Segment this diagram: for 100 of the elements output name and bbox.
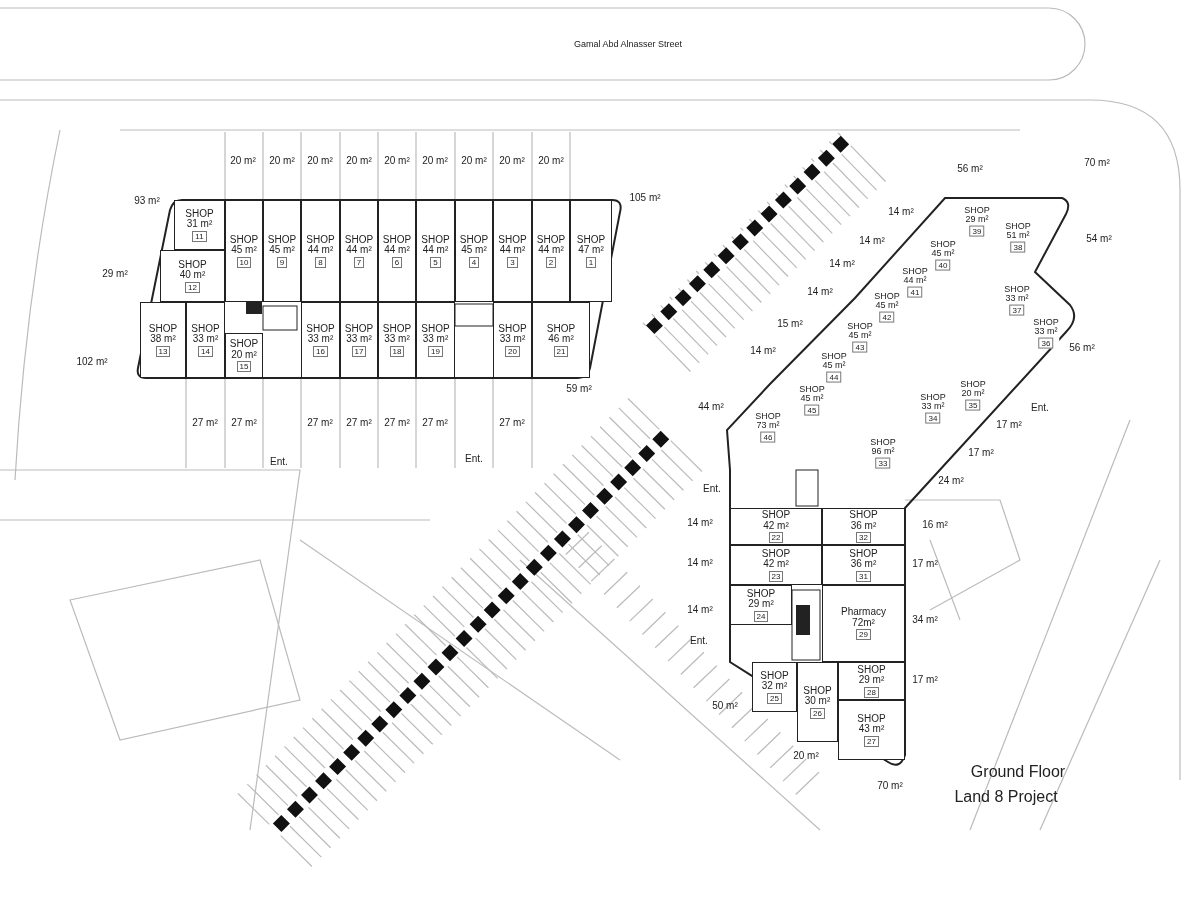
shop-label: SHOP [382,323,412,334]
unit-number: 12 [185,281,200,293]
shop-label: SHOP [964,205,990,215]
unit-number: 25 [767,692,782,704]
shop-label: SHOP [1004,284,1030,294]
area-label: 54 m² [1086,232,1112,244]
area-label: 14 m² [888,205,914,217]
shop-unit [822,508,905,545]
area-label: 17 m² [996,418,1022,430]
shop-label: SHOP [849,548,878,559]
shop-label: SHOP [761,548,791,559]
unit-number: 16 [313,345,328,357]
area-label: 17 m² [912,673,938,685]
unit-number: 21 [553,345,569,357]
shop-unit [225,333,263,378]
unit-number: 10 [236,256,252,268]
area-label: 14 m² [687,603,713,615]
shop-unit [416,302,455,378]
shop-unit [455,200,493,302]
area-text: 36 m² [850,559,877,570]
area-text: 43 m² [858,724,885,735]
area-text: 32 m² [761,681,788,692]
shop-unit [730,545,822,585]
unit-number: 19 [428,345,443,357]
area-label: 56 m² [957,162,983,174]
unit-number: 9 [276,256,288,268]
shop-unit [797,662,838,742]
shop-label: SHOP [306,323,335,334]
area-text: 42 m² [763,559,789,570]
shop-label: SHOP [498,234,527,245]
area-label: 14 m² [750,344,776,356]
shop-label: SHOP [229,234,259,245]
entrance-label: Ent. [703,482,721,494]
area-label: 27 m² [499,416,525,428]
area-label: 56 m² [1069,341,1095,353]
area-label: 70 m² [877,779,903,791]
area-text: 96 m² [871,447,895,457]
area-text: 44 m² [307,245,334,256]
area-text: 33 m² [346,334,372,345]
area-text: 44 m² [384,245,410,256]
shop-unit [532,302,590,378]
area-text: 30 m² [804,696,831,707]
shop-unit [532,200,570,302]
area-label: 20 m² [230,154,256,166]
area-label: 20 m² [793,749,819,761]
unit-number: 23 [768,570,784,582]
shop-unit [301,200,340,302]
area-label: 20 m² [461,154,487,166]
area-text: 46 m² [548,334,574,345]
area-text: 45 m² [800,394,824,404]
area-text: 20 m² [231,349,257,360]
area-label: 27 m² [422,416,448,428]
shop-label: SHOP [960,379,986,389]
shop-label: SHOP [421,323,450,334]
area-label: 24 m² [938,474,964,486]
area-text: 44 m² [903,276,927,286]
unit-number: 8 [315,256,326,268]
shop-label: SHOP [344,323,374,334]
unit-number: 28 [864,686,879,698]
shop-unit [752,662,797,712]
shop-unit [174,200,225,250]
area-text: 73 m² [756,421,780,431]
area-text: 45 m² [875,301,899,311]
area-text: 33 m² [1034,327,1058,337]
entrance-label: Ent. [465,452,483,464]
area-label: 15 m² [777,317,803,329]
shop-unit [140,302,186,378]
shop-label: SHOP [746,588,776,599]
area-text: 38 m² [150,334,176,345]
area-text: 33 m² [499,334,526,345]
area-text: 45 m² [848,331,872,341]
unit-number: 26 [810,707,825,719]
shop-label: SHOP [1033,317,1059,327]
shop-label: SHOP [857,713,886,724]
entrance-label: Ent. [690,634,708,646]
shop-label: SHOP [849,510,878,521]
area-text: 45 m² [231,245,257,256]
unit-number: 15 [236,361,252,372]
area-text: 33 m² [422,334,449,345]
project-title: Land 8 Project [954,788,1058,806]
area-text: 45 m² [822,361,846,371]
area-text: 33 m² [307,334,334,345]
area-label: 50 m² [712,699,738,711]
shop-label: SHOP [498,323,527,334]
shop-label: SHOP [902,266,928,276]
shop-unit [822,545,905,585]
area-label: 27 m² [346,416,372,428]
unit-number: 14 [198,345,213,357]
unit-number: 4 [468,256,480,268]
area-label: 20 m² [307,154,333,166]
shop-label: SHOP [761,510,791,521]
area-text: 44 m² [346,245,372,256]
shop-label: SHOP [148,323,178,334]
area-label: 27 m² [307,416,333,428]
unit-number: 24 [753,610,769,622]
area-text: 29 m² [748,599,774,610]
unit-number: 18 [389,345,405,357]
area-label: 27 m² [192,416,218,428]
entrance-label: Ent. [1031,401,1049,413]
shop-unit [570,200,612,302]
